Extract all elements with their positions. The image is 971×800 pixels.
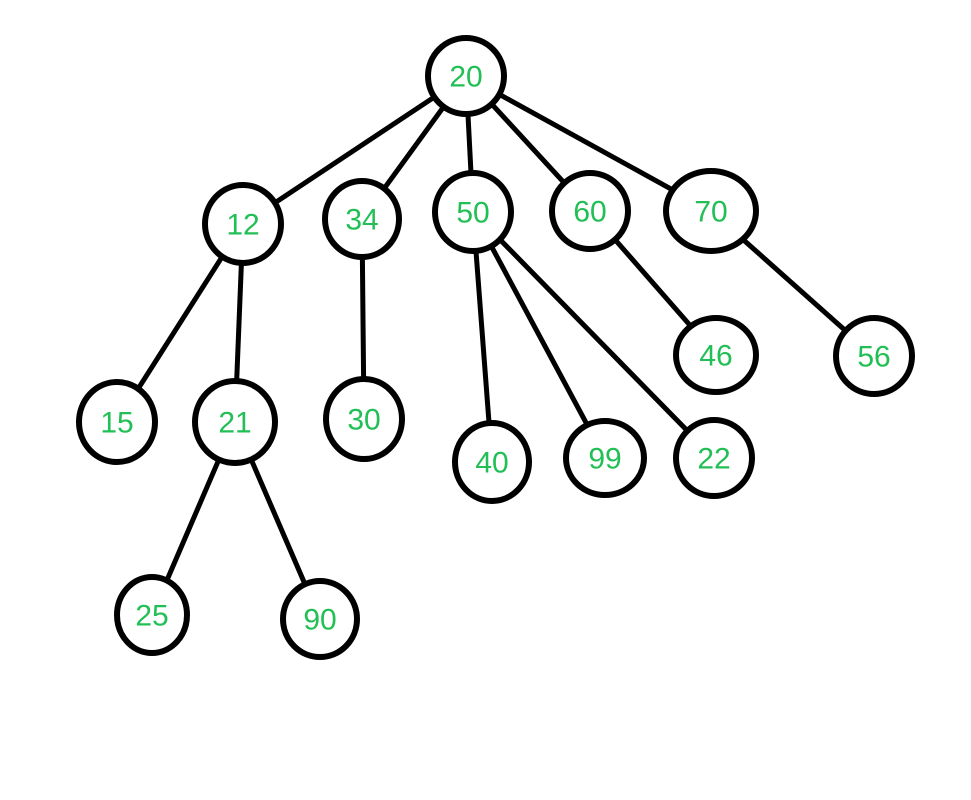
tree-node-20[interactable]: 20 bbox=[425, 35, 507, 117]
node-circle-56 bbox=[833, 315, 915, 397]
node-label-56: 56 bbox=[857, 341, 890, 374]
node-circle-70 bbox=[663, 168, 759, 254]
tree-edge-60-46 bbox=[611, 235, 695, 331]
node-circle-50 bbox=[432, 170, 514, 254]
tree-edge-50-40 bbox=[473, 246, 492, 428]
tree-edge-20-12 bbox=[270, 93, 439, 207]
node-circle-15 bbox=[76, 379, 158, 465]
tree-edge-12-15 bbox=[134, 252, 226, 393]
node-label-40: 40 bbox=[475, 447, 508, 480]
tree-edge-12-21 bbox=[234, 258, 245, 386]
node-circle-34 bbox=[322, 178, 402, 260]
tree-node-15[interactable]: 15 bbox=[76, 379, 158, 465]
node-label-90: 90 bbox=[303, 604, 336, 637]
node-label-22: 22 bbox=[697, 443, 730, 476]
tree-edge-20-70 bbox=[495, 90, 678, 194]
node-circle-25 bbox=[114, 574, 190, 656]
node-circle-99 bbox=[563, 418, 647, 498]
tree-node-60[interactable]: 60 bbox=[549, 170, 631, 252]
tree-node-22[interactable]: 22 bbox=[673, 417, 755, 499]
tree-edge-34-30 bbox=[359, 252, 367, 384]
node-circle-20 bbox=[425, 35, 507, 117]
tree-node-90[interactable]: 90 bbox=[280, 578, 360, 660]
tree-node-46[interactable]: 46 bbox=[673, 315, 759, 395]
node-label-50: 50 bbox=[456, 197, 489, 230]
tree-edge-70-56 bbox=[738, 235, 850, 335]
tree-edge-20-60 bbox=[487, 100, 569, 187]
node-label-12: 12 bbox=[226, 209, 259, 242]
tree-edge-50-99 bbox=[487, 241, 591, 430]
node-label-70: 70 bbox=[694, 196, 727, 229]
node-label-21: 21 bbox=[218, 407, 251, 440]
node-circle-22 bbox=[673, 417, 755, 499]
node-circle-12 bbox=[202, 182, 284, 266]
node-label-15: 15 bbox=[100, 407, 133, 440]
node-circle-90 bbox=[280, 578, 360, 660]
tree-edge-21-25 bbox=[163, 455, 223, 585]
node-label-34: 34 bbox=[345, 204, 378, 237]
tree-node-50[interactable]: 50 bbox=[432, 170, 514, 254]
tree-edge-50-22 bbox=[496, 235, 692, 435]
node-circle-46 bbox=[673, 315, 759, 395]
tree-edge-21-90 bbox=[247, 455, 309, 589]
tree-node-34[interactable]: 34 bbox=[322, 178, 402, 260]
node-circle-60 bbox=[549, 170, 631, 252]
tree-node-99[interactable]: 99 bbox=[563, 418, 647, 498]
tree-node-21[interactable]: 21 bbox=[192, 378, 278, 466]
node-circle-21 bbox=[192, 378, 278, 466]
edges-layer bbox=[134, 90, 850, 589]
node-label-20: 20 bbox=[449, 61, 482, 94]
node-circle-30 bbox=[323, 376, 405, 462]
node-label-30: 30 bbox=[347, 404, 380, 437]
nodes-layer: 20 12 34 50 60 70 15 21 30 46 56 40 99 22 25 90 bbox=[76, 35, 915, 660]
tree-node-30[interactable]: 30 bbox=[323, 376, 405, 462]
tree-node-70[interactable]: 70 bbox=[663, 168, 759, 254]
tree-node-12[interactable]: 12 bbox=[202, 182, 284, 266]
tree-edge-20-34 bbox=[380, 102, 448, 193]
tree-node-25[interactable]: 25 bbox=[114, 574, 190, 656]
node-circle-40 bbox=[452, 420, 532, 504]
node-label-99: 99 bbox=[588, 443, 621, 476]
tree-edge-20-50 bbox=[465, 109, 474, 178]
tree-node-56[interactable]: 56 bbox=[833, 315, 915, 397]
node-label-46: 46 bbox=[699, 340, 732, 373]
node-label-25: 25 bbox=[135, 600, 168, 633]
node-label-60: 60 bbox=[573, 196, 606, 229]
tree-node-40[interactable]: 40 bbox=[452, 420, 532, 504]
